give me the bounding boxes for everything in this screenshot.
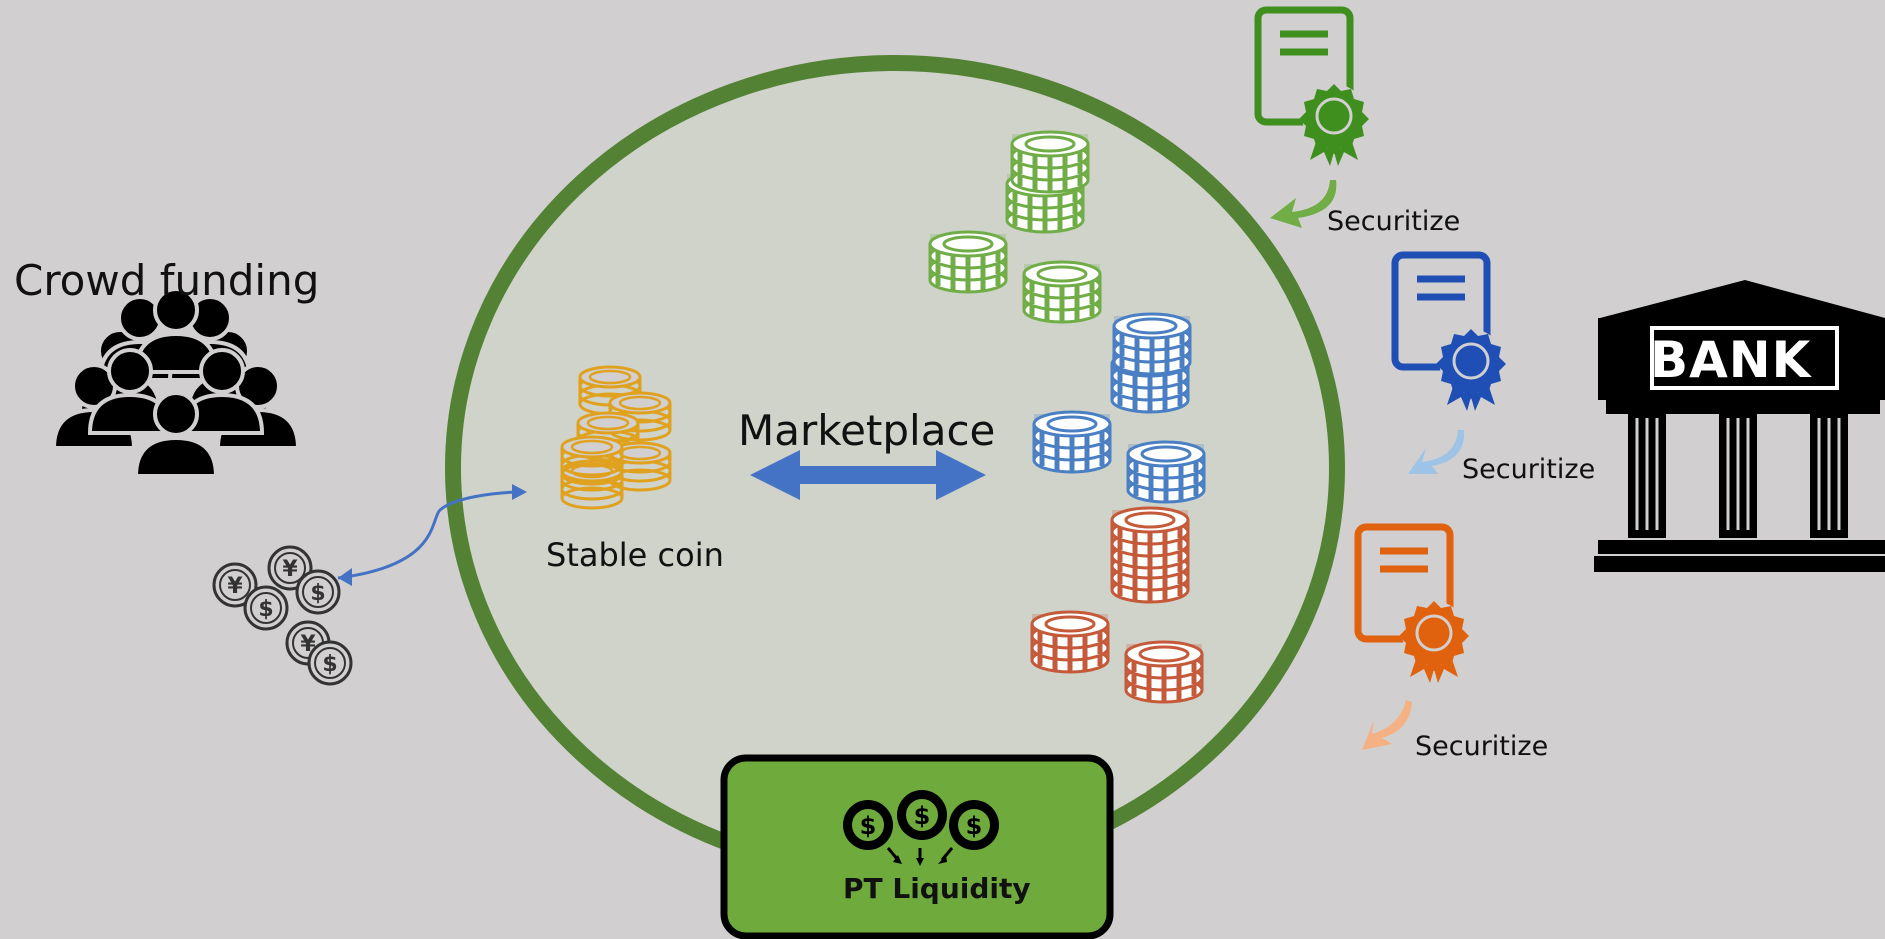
securitize-label-orange: Securitize <box>1415 731 1549 762</box>
crowd-people-icon <box>52 287 300 478</box>
blue-securitize-arrow-icon <box>1408 430 1465 474</box>
orange-certificate-icon <box>1358 527 1469 683</box>
blue-certificate-icon <box>1395 255 1506 411</box>
liquidity-box <box>720 754 1114 939</box>
bank-building-icon <box>1594 280 1885 572</box>
securitize-label-blue: Securitize <box>1462 454 1596 485</box>
curved-arrow-icon <box>337 484 527 586</box>
double-arrow-icon <box>750 450 986 500</box>
green-certificate-icon <box>1258 10 1369 166</box>
crowd-funding-title: Crowd funding <box>14 256 320 305</box>
securitize-label-green: Securitize <box>1327 206 1461 237</box>
dollar-coins-merge-icon <box>842 789 1000 866</box>
pt-liquidity-label: PT Liquidity <box>843 872 1031 905</box>
orange-securitize-arrow-icon <box>1362 700 1412 750</box>
yen-dollar-coins-icon <box>212 545 353 686</box>
stable-coin-label: Stable coin <box>546 536 724 574</box>
green-securitize-arrow-icon <box>1270 180 1337 228</box>
bank-label: BANK <box>1650 331 1812 389</box>
marketplace-label: Marketplace <box>738 406 996 455</box>
